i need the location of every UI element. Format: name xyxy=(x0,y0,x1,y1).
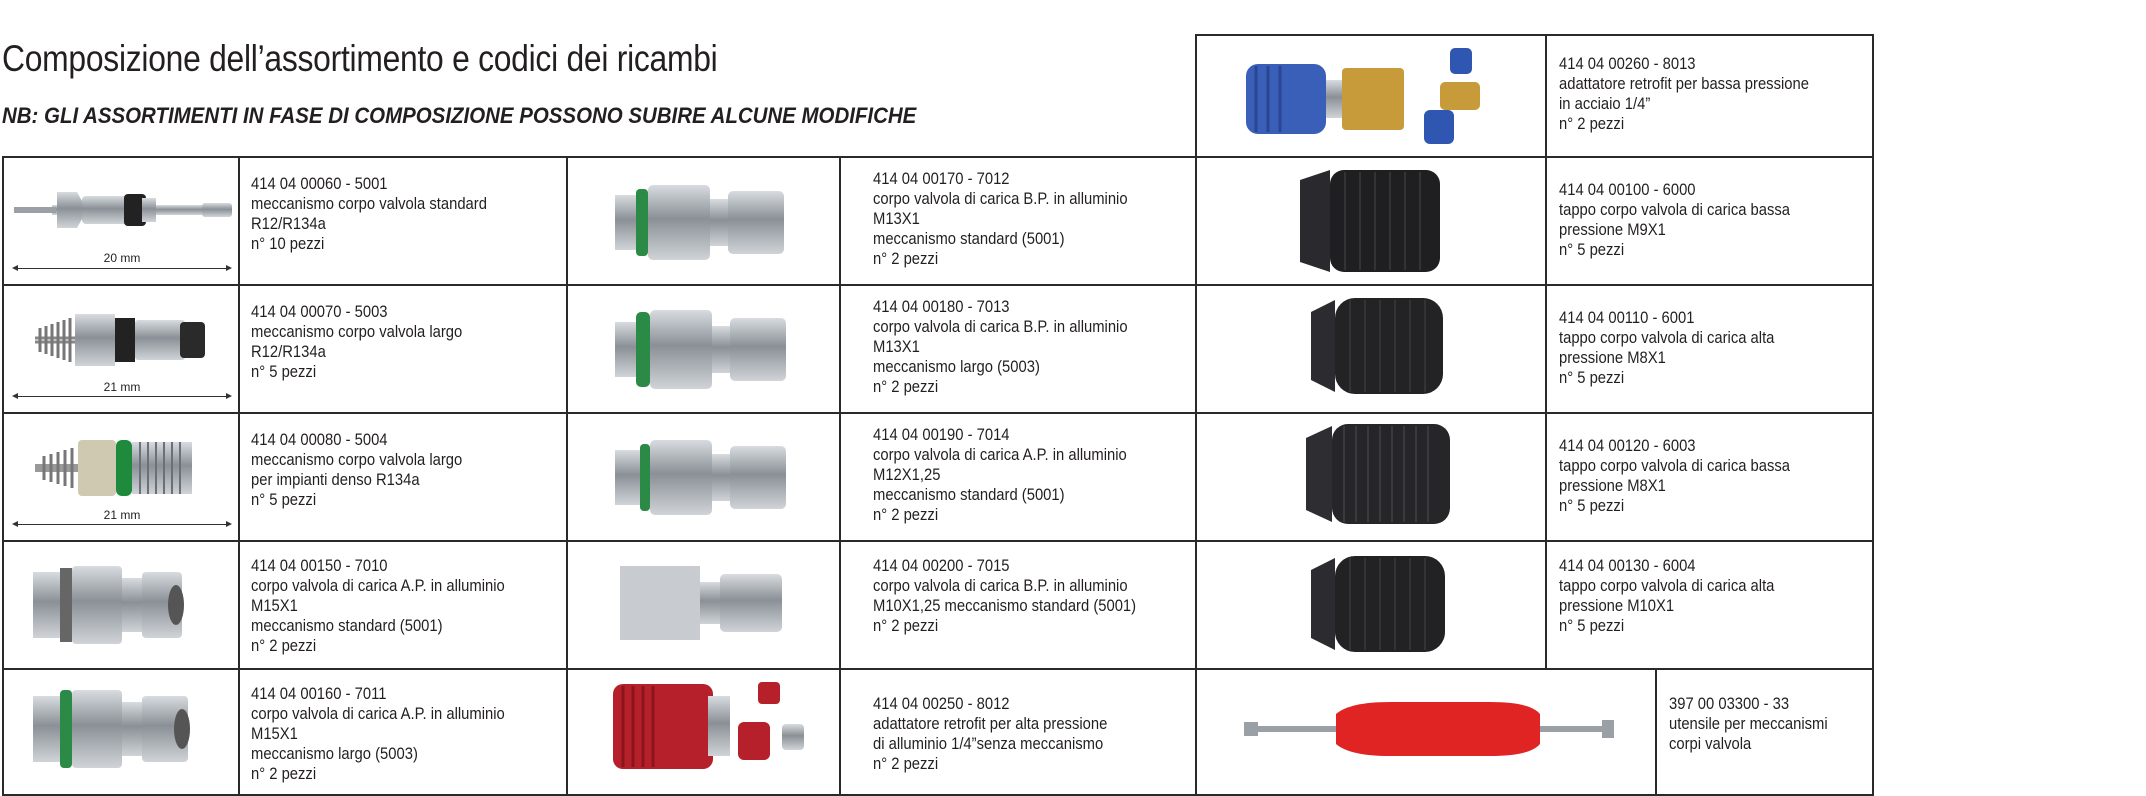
valve-core-standard-image xyxy=(14,192,232,228)
cap-lp-m9-image xyxy=(1300,170,1440,272)
dimension-label-21mm-2: 21 mm xyxy=(103,508,141,522)
charge-valve-lp-m13-standard-image xyxy=(615,185,784,260)
cap-lp-m8-image xyxy=(1306,424,1450,524)
retrofit-adapter-hp-image xyxy=(613,682,804,769)
dimension-label-20mm: 20 mm xyxy=(103,251,141,265)
dimension-label-21mm: 21 mm xyxy=(103,380,141,394)
charge-valve-hp-m15-standard-image xyxy=(33,566,184,644)
cap-hp-m10-image xyxy=(1311,556,1445,652)
page-title: Composizione dell’assortimento e codici … xyxy=(2,38,718,79)
charge-valve-lp-m10-image xyxy=(620,566,782,640)
charge-valve-hp-m12-image xyxy=(615,440,786,515)
cap-hp-m8-image xyxy=(1311,298,1443,394)
valve-core-large-image xyxy=(35,314,205,366)
charge-valve-lp-m13-large-image xyxy=(615,310,786,389)
charge-valve-hp-m15-large-image xyxy=(33,690,190,768)
valve-core-dense-image xyxy=(35,440,192,496)
retrofit-adapter-lp-image xyxy=(1246,48,1480,144)
valve-core-tool-image xyxy=(1244,702,1614,756)
assortment-note: NB: GLI ASSORTIMENTI IN FASE DI COMPOSIZ… xyxy=(2,103,917,128)
